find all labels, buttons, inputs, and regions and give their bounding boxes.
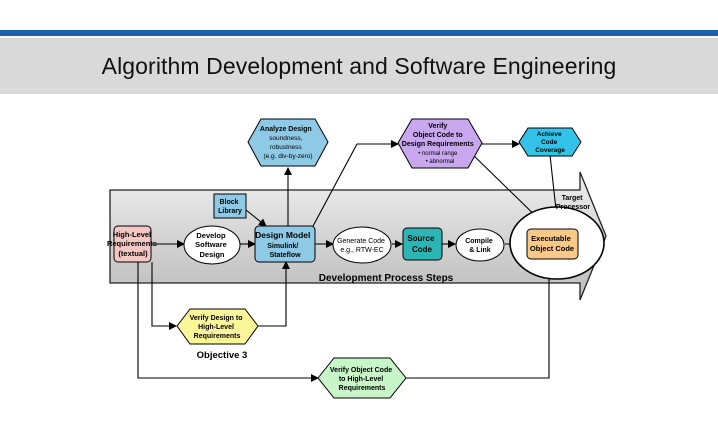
develop-software-design-label: Develop Software Design [195, 231, 229, 259]
target-processor-label: Target Processor [556, 195, 591, 211]
path-verify-obj-to-exec [406, 261, 553, 379]
compile-link-node [455, 228, 505, 262]
process-label: Development Process Steps [319, 273, 454, 284]
path-req-to-verify-design [151, 262, 177, 330]
develop-software-design-node [183, 225, 241, 265]
verify-object-code-hlr-label: Verify Object Code to High-Level Require… [330, 367, 394, 392]
design-model-label: Design Model Simulink/ Stateflow [255, 225, 315, 259]
title-band [0, 38, 718, 94]
executable-object-code-box [526, 228, 579, 260]
verify-design-hlr-hexagon [176, 308, 259, 345]
verify-design-hlr-label: Verify Design to High-Level Requirements [190, 315, 245, 340]
path-req-to-verify-obj [137, 262, 319, 382]
line-model-to-verify [311, 143, 358, 229]
generate-code-label: Generate Code e.g., RTW-EC [337, 238, 387, 254]
verify-object-code-design-label: Verify Object Code to Design Requirement… [402, 115, 478, 165]
compile-link-label: Compile & Link [465, 238, 495, 254]
source-code-box [402, 227, 443, 261]
generate-code-node [332, 226, 392, 264]
analyze-design-hexagon [247, 118, 329, 167]
high-level-requirements-box [113, 225, 152, 263]
path-verify-design-to-model [258, 261, 290, 327]
objective-3-label: Objective 3 [197, 350, 248, 361]
block-library-label: Block Library [218, 199, 242, 215]
verify-object-code-hlr-hexagon [317, 357, 407, 399]
page-title: Algorithm Development and Software Engin… [101, 53, 617, 79]
arrow-library-to-model [245, 209, 267, 227]
achieve-code-coverage-hexagon [518, 127, 582, 157]
verify-object-code-design-hexagon [397, 118, 483, 169]
executable-object-code-label: Executable Object Code [530, 234, 574, 253]
achieve-code-coverage-label: Achieve Code Coverage [535, 131, 565, 154]
source-code-label: Source Code [407, 234, 436, 254]
top-rule [0, 30, 718, 36]
block-library-box [213, 193, 247, 219]
high-level-requirements-label: High-Level Requirements (textual) [107, 230, 159, 258]
design-model-box [254, 225, 316, 263]
analyze-design-label: Analyze Design soundness, robustness (e.… [260, 118, 316, 160]
